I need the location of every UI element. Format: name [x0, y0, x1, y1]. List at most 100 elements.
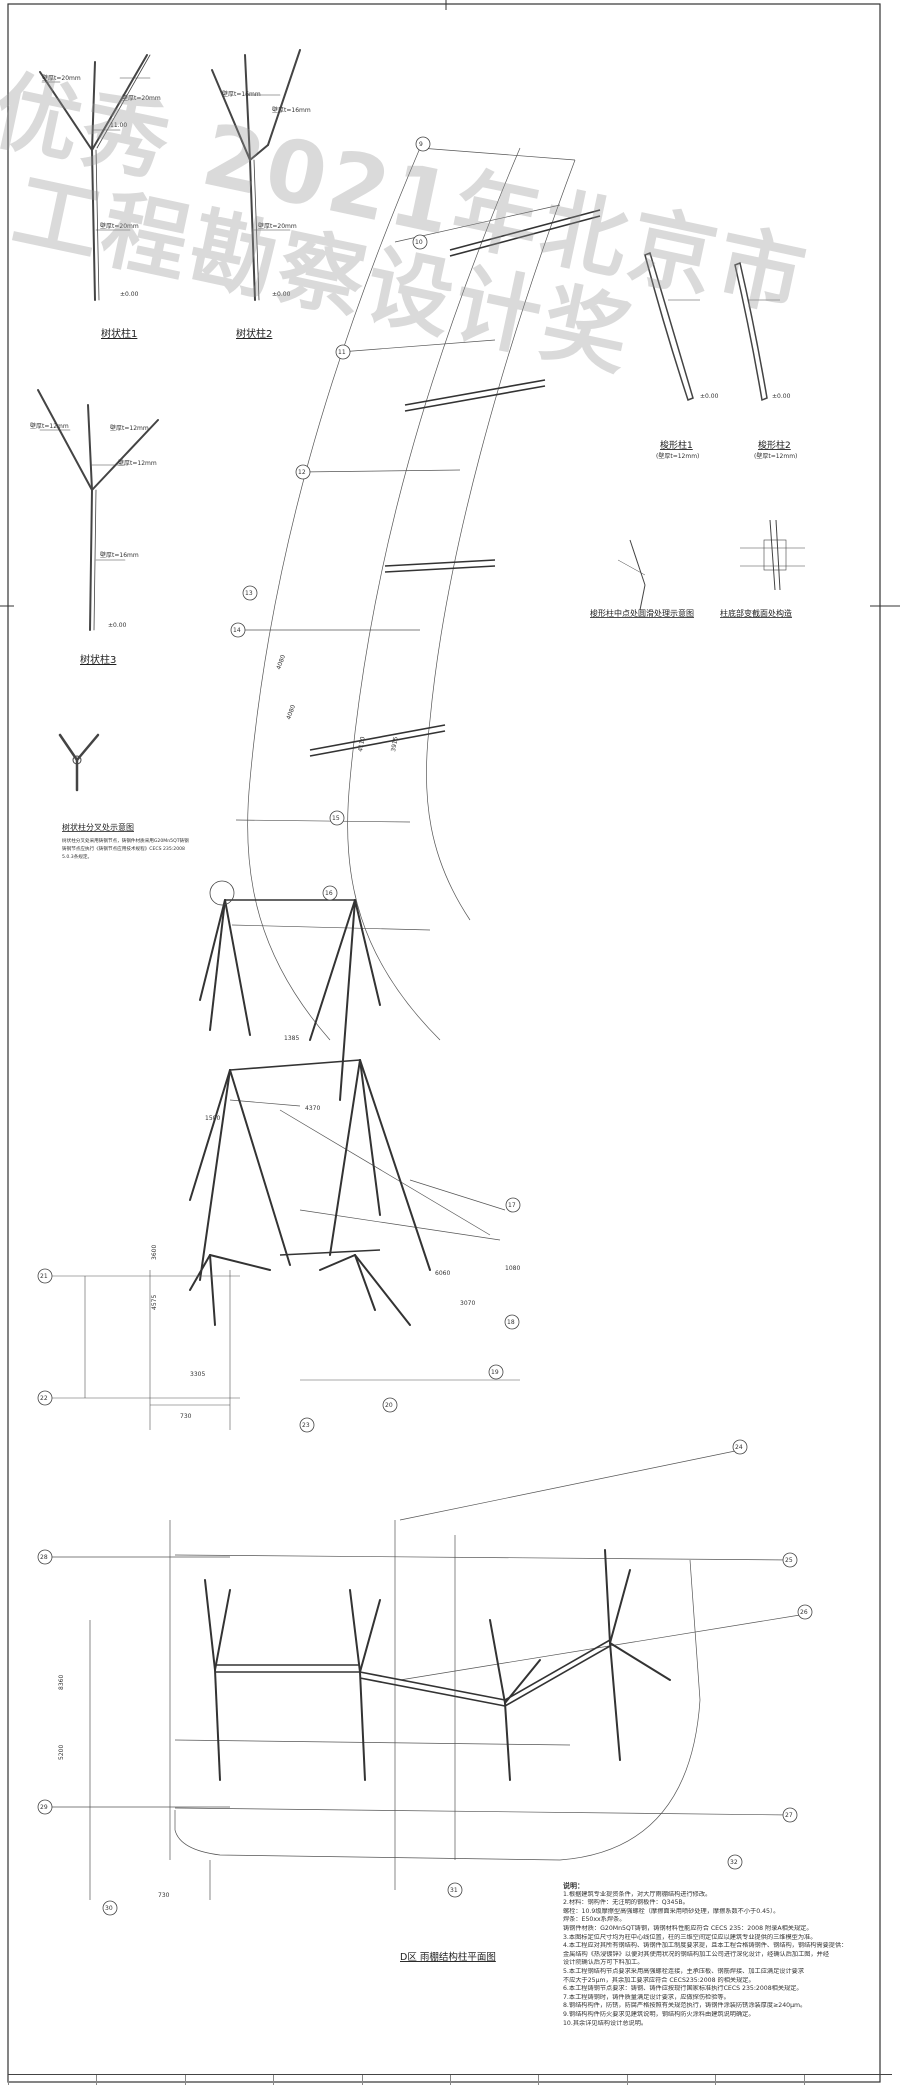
plan-dimension: 4080	[285, 704, 297, 721]
title-block-cell	[626, 2075, 715, 2085]
svg-text:11: 11	[338, 349, 346, 356]
svg-text:9: 9	[419, 141, 423, 148]
wall-thickness-label: 壁厚t=16mm	[222, 90, 261, 98]
title-block-strip	[8, 2074, 892, 2085]
svg-text:12: 12	[298, 469, 306, 476]
notes-line: 4.本工程应对其所有钢结构、铸钢件加工制度要求提，且本工程合格铸钢件、钢结构，钢…	[563, 1942, 848, 1950]
shuttle-mid-detail	[617, 539, 646, 611]
svg-text:29: 29	[40, 1804, 48, 1811]
shuttle-column-2-detail	[734, 261, 780, 402]
svg-text:25: 25	[785, 1557, 793, 1564]
wall-thickness-label: 壁厚t=16mm	[100, 551, 139, 559]
plan-dimension: 8360	[58, 1675, 65, 1690]
notes-line: 8.钢结构构件，防锈，防腐严格按照有关规范执行，铸钢件涂装防锈涂装厚度≥240μ…	[563, 2002, 807, 2010]
upper-plan-columns	[189, 899, 431, 1326]
plan-dimension: 3070	[460, 1300, 475, 1307]
notes-line: 9.钢结构构件防火要求见建筑说明，钢结构防火涂料由建筑说明确定。	[563, 2010, 755, 2018]
svg-text:20: 20	[385, 1402, 393, 1409]
svg-text:32: 32	[730, 1859, 738, 1866]
notes-line: 螺栓：10.9级摩擦型高强螺栓（摩擦面采用喷砂处理，摩擦系数不小于0.45）。	[563, 1907, 780, 1915]
svg-text:23: 23	[302, 1422, 310, 1429]
notes-line: 10.其余详见结构设计总说明。	[563, 2019, 648, 2027]
wall-thickness-label: 壁厚t=12mm	[30, 422, 69, 430]
elevation-label: ±0.00	[120, 291, 139, 298]
wall-thickness-label: 壁厚t=16mm	[272, 106, 311, 114]
elevation-label: ±0.00	[108, 622, 127, 629]
branch-note-line: 5.0.3条规定。	[62, 853, 92, 860]
svg-text:30: 30	[105, 1905, 113, 1912]
svg-text:21: 21	[40, 1273, 48, 1280]
lower-plan-beams	[215, 1639, 611, 1707]
wall-thickness-label: 壁厚t=12mm	[118, 459, 157, 467]
title-block-cell	[450, 2075, 538, 2085]
plan-dimension: 730	[180, 1413, 192, 1420]
branch-note-line: 铸钢节点应执行《铸钢节点应用技术规程》CECS 235:2008	[62, 845, 185, 852]
plan-dimension: 1385	[284, 1035, 299, 1042]
upper-plan-dim-lines	[50, 1270, 520, 1430]
title-block-cell	[184, 2075, 273, 2085]
branch-note-line: 树状柱分叉处采用铸钢节点，铸钢件材质采用G20Mn5QT铸钢	[62, 837, 189, 844]
svg-text:18: 18	[507, 1319, 515, 1326]
plan-dimension: 4370	[305, 1105, 320, 1112]
title-block-cell	[273, 2075, 361, 2085]
wall-thickness-label: 壁厚t=20mm	[122, 94, 161, 102]
elevation-label: ±0.00	[272, 291, 291, 298]
svg-text:22: 22	[40, 1395, 48, 1402]
title-block-cell	[803, 2075, 892, 2085]
column-node-marker	[209, 880, 235, 906]
svg-text:17: 17	[508, 1202, 516, 1209]
shuttle-column-1-title: 梭形柱1	[660, 439, 693, 451]
notes-line: 7.本工程铸钢时，铸件质量满足设计要求，应做探伤检验等。	[563, 1993, 730, 2001]
svg-text:19: 19	[491, 1369, 499, 1376]
plan-dimension: 4080	[275, 654, 287, 671]
wall-thickness-label: 壁厚t=20mm	[42, 74, 81, 82]
shuttle-column-1-note: (壁厚t=12mm)	[656, 452, 699, 460]
svg-text:16: 16	[325, 890, 333, 897]
shuttle-mid-detail-title: 梭形柱中点处圆滑处理示意图	[590, 608, 694, 618]
notes-line: 1.根据建筑专业提资条件，对大厅雨棚结构进行修改。	[563, 1890, 712, 1898]
plan-dimension: 1500	[205, 1115, 220, 1122]
shuttle-column-2-title: 梭形柱2	[758, 439, 791, 451]
sheet-border	[7, 3, 881, 2083]
title-block-cell	[8, 2075, 96, 2085]
notes-line: 2.材料：钢构件：无注明的钢板件：Q345B。	[563, 1899, 689, 1907]
title-block-cell	[538, 2075, 626, 2085]
svg-text:14: 14	[233, 627, 241, 634]
tree-column-3-title: 树状柱3	[80, 653, 116, 666]
wall-thickness-label: 壁厚t=12mm	[110, 424, 149, 432]
plan-dimension: 4575	[151, 1295, 158, 1310]
svg-text:31: 31	[450, 1887, 458, 1894]
elevation-label: ±0.00	[772, 393, 791, 400]
branch-detail	[58, 733, 100, 792]
plan-dimension: 3915	[390, 736, 400, 752]
svg-text:26: 26	[800, 1609, 808, 1616]
notes-line: 5.本工程钢结构节点要求采用高强螺栓连接，主承压板、钢筋焊接、加工应满足设计要求	[563, 1967, 805, 1975]
svg-text:24: 24	[735, 1444, 743, 1451]
tree-column-1-detail	[39, 54, 151, 301]
tree-column-1-title: 树状柱1	[101, 327, 137, 340]
title-block-cell	[96, 2075, 184, 2085]
plan-dimension: 5200	[58, 1745, 65, 1760]
plan-dimension: 1080	[505, 1265, 520, 1272]
notes-line: 设计院确认后方可下料加工。	[563, 1959, 644, 1967]
plan-dimension: 4110	[357, 736, 367, 752]
axis-bubbles: 9 10 11 12 13 14 15 16 17 18 19 20 21 22…	[37, 136, 813, 1916]
title-block-cell	[361, 2075, 450, 2085]
lower-plan-columns	[204, 1549, 671, 1781]
design-notes: 说明： 1.根据建筑专业提资条件，对大厅雨棚结构进行修改。 2.材料：钢构件：无…	[563, 1882, 873, 2028]
upper-curved-plan-grid	[229, 147, 576, 1241]
title-block-cell	[715, 2075, 803, 2085]
plan-title: D区 雨棚结构柱平面图	[400, 1951, 496, 1963]
svg-text:15: 15	[332, 815, 340, 822]
column-base-detail-title: 柱底部变截面处构造	[720, 608, 792, 618]
tree-column-3-detail	[37, 389, 159, 631]
notes-line: 3.本图标定位尺寸均为柱中心线位置，柱的三维空间定位应以建筑专业提供的三维模型为…	[563, 1933, 817, 1941]
plan-dimension: 3305	[190, 1371, 205, 1378]
tree-column-2-title: 树状柱2	[236, 327, 272, 340]
tree-column-2-detail	[211, 49, 301, 301]
notes-line: 金属结构《热浸镀锌》以便对其使用状况的钢结构加工公司进行深化设计，经确认后加工图…	[563, 1950, 830, 1958]
notes-line: 6.本工程铸钢节点要求：铸钢、铸件应按现行国家标准执行CECS 235:2008…	[563, 1985, 803, 1993]
svg-text:28: 28	[40, 1554, 48, 1561]
elevation-label: 11.00	[110, 122, 127, 129]
plan-dimension: 6060	[435, 1270, 450, 1277]
